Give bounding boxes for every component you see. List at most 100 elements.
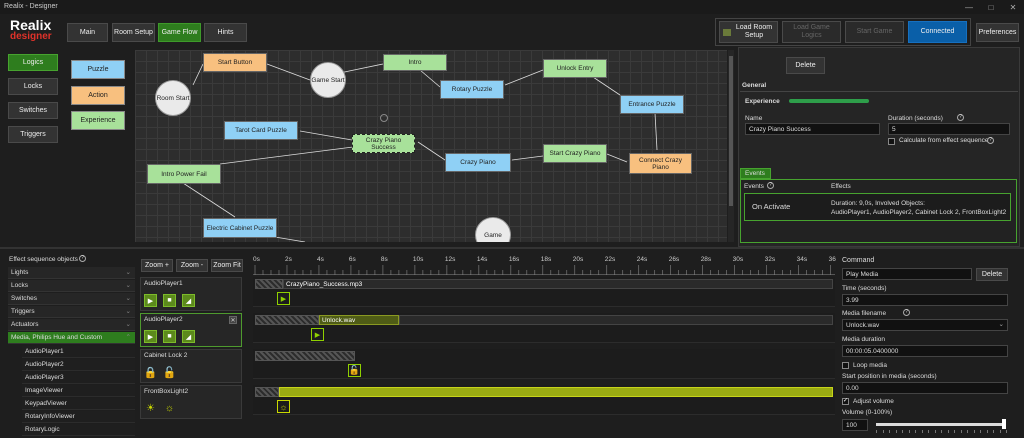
load-room-setup-button[interactable]: Load Room Setup xyxy=(719,21,778,43)
media-filename-select[interactable]: Unlock.wav ⌄ xyxy=(842,319,1008,331)
delete-node-button[interactable]: Delete xyxy=(786,57,825,74)
sidebar-item-triggers[interactable]: Triggers xyxy=(8,126,58,143)
legend-experience[interactable]: Experience xyxy=(71,111,125,130)
node-intro[interactable]: Intro xyxy=(383,54,447,71)
node-electric-cabinet-puzzle[interactable]: Electric Cabinet Puzzle xyxy=(203,218,277,238)
track-header-audioplayer1[interactable]: AudioPlayer1 ▶ ■ ◢ xyxy=(140,277,242,311)
unlock-icon[interactable]: 🔓 xyxy=(162,367,177,379)
media-item[interactable]: AudioPlayer2 xyxy=(22,359,135,371)
media-item[interactable]: AudioPlayer1 xyxy=(22,346,135,358)
start-position-field[interactable]: 0.00 xyxy=(842,382,1008,394)
light-dim-icon[interactable]: ☼ xyxy=(164,403,175,414)
node-crazy-piano-success[interactable]: Crazy Piano Success xyxy=(352,134,415,153)
play-marker-icon[interactable]: ▶ xyxy=(277,292,290,305)
media-item[interactable]: RotaryLogic xyxy=(22,424,135,436)
track-header-audioplayer2[interactable]: AudioPlayer2 ✕ ▶ ■ ◢ xyxy=(140,313,242,347)
volume-ramp-icon[interactable]: ◢ xyxy=(182,294,195,307)
calc-checkbox[interactable] xyxy=(888,138,895,145)
zoom-fit-button[interactable]: Zoom Fit xyxy=(211,259,243,272)
load-game-logics-button[interactable]: Load Game Logics xyxy=(782,21,841,43)
clip-unlock-wav[interactable]: Unlock.wav xyxy=(319,315,399,325)
canvas-scrollbar-thumb[interactable] xyxy=(729,56,733,206)
node-start-crazy-piano[interactable]: Start Crazy Piano xyxy=(543,144,607,163)
loop-media-checkbox[interactable] xyxy=(842,362,849,369)
delete-command-button[interactable]: Delete xyxy=(976,268,1008,281)
help-icon[interactable]: ? xyxy=(987,137,994,144)
help-icon[interactable]: ? xyxy=(903,309,910,316)
tab-hints[interactable]: Hints xyxy=(204,23,247,42)
sidebar-item-locks[interactable]: Locks xyxy=(8,78,58,95)
node-connect-crazy-piano[interactable]: Connect Crazy Piano xyxy=(629,153,692,174)
help-icon[interactable]: ? xyxy=(957,114,964,121)
legend-action[interactable]: Action xyxy=(71,86,125,105)
volume-field[interactable]: 100 xyxy=(842,419,868,431)
media-item[interactable]: KeypadViewer xyxy=(22,398,135,410)
media-item[interactable]: RotaryInfoViewer xyxy=(22,411,135,423)
rotate-handle-icon[interactable] xyxy=(380,114,388,122)
node-unlock-entry[interactable]: Unlock Entry xyxy=(543,59,607,78)
legend-puzzle[interactable]: Puzzle xyxy=(71,60,125,79)
flow-canvas[interactable]: Room Start Start Button Game Start Intro… xyxy=(135,50,727,242)
lane-cabinet-lock-2[interactable]: 🔓 xyxy=(253,349,835,379)
stop-icon[interactable]: ■ xyxy=(163,294,176,307)
category-lights[interactable]: Lights⌄ xyxy=(8,267,135,279)
splitter[interactable] xyxy=(0,247,1024,249)
adjust-volume-checkbox[interactable]: ✓ xyxy=(842,398,849,405)
canvas-scrollbar[interactable] xyxy=(728,50,734,242)
event-row[interactable] xyxy=(744,193,1011,221)
volume-slider-thumb[interactable] xyxy=(1002,419,1006,429)
help-icon[interactable]: ? xyxy=(767,182,774,189)
lane-audioplayer1[interactable]: CrazyPiano_Success.mp3 ▶ xyxy=(253,277,835,307)
sidebar-item-logics[interactable]: Logics xyxy=(8,54,58,71)
events-tab[interactable]: Events xyxy=(740,168,771,179)
category-switches[interactable]: Switches⌄ xyxy=(8,293,135,305)
play-icon[interactable]: ▶ xyxy=(144,294,157,307)
category-media[interactable]: Media, Philips Hue and Custom⌃ xyxy=(8,332,135,344)
media-item[interactable]: AudioPlayer3 xyxy=(22,372,135,384)
zoom-out-button[interactable]: Zoom - xyxy=(176,259,208,272)
volume-ramp-icon[interactable]: ◢ xyxy=(182,330,195,343)
category-locks[interactable]: Locks⌄ xyxy=(8,280,135,292)
time-field[interactable]: 3.99 xyxy=(842,294,1008,306)
maximize-icon[interactable]: □ xyxy=(988,2,994,12)
node-intro-power-fail[interactable]: Intro Power Fail xyxy=(147,164,221,184)
preferences-button[interactable]: Preferences xyxy=(976,23,1019,42)
close-icon[interactable]: ✕ xyxy=(1009,2,1017,12)
start-game-button[interactable]: Start Game xyxy=(845,21,904,43)
name-field[interactable]: Crazy Piano Success xyxy=(745,123,880,135)
category-actuators[interactable]: Actuators⌄ xyxy=(8,319,135,331)
node-entrance-puzzle[interactable]: Entrance Puzzle xyxy=(620,95,684,114)
category-triggers[interactable]: Triggers⌄ xyxy=(8,306,135,318)
clip-crazy-piano-success[interactable]: CrazyPiano_Success.mp3 xyxy=(283,279,833,289)
node-tarot-card-puzzle[interactable]: Tarot Card Puzzle xyxy=(224,121,298,140)
node-room-start[interactable]: Room Start xyxy=(155,80,191,116)
tab-game-flow[interactable]: Game Flow xyxy=(158,23,201,42)
stop-icon[interactable]: ■ xyxy=(163,330,176,343)
play-marker-icon[interactable]: ▶ xyxy=(311,328,324,341)
tab-room-setup[interactable]: Room Setup xyxy=(112,23,155,42)
timeline-ruler[interactable] xyxy=(253,265,835,275)
lane-frontboxlight2[interactable]: ☼ xyxy=(253,385,835,415)
lane-audioplayer2[interactable]: Unlock.wav ▶ xyxy=(253,313,835,343)
node-crazy-piano[interactable]: Crazy Piano xyxy=(445,153,511,172)
command-field[interactable]: Play Media xyxy=(842,268,972,280)
volume-slider-track[interactable] xyxy=(876,423,1006,426)
light-marker-icon[interactable]: ☼ xyxy=(277,400,290,413)
close-icon[interactable]: ✕ xyxy=(229,316,237,324)
node-start-button[interactable]: Start Button xyxy=(203,53,267,72)
track-header-cabinet-lock-2[interactable]: Cabinet Lock 2 🔒 🔓 xyxy=(140,349,242,383)
media-item[interactable]: ImageViewer xyxy=(22,385,135,397)
tab-main[interactable]: Main xyxy=(67,23,108,42)
clip-light-on[interactable] xyxy=(279,387,833,397)
duration-field[interactable]: 5 xyxy=(888,123,1010,135)
help-icon[interactable]: ? xyxy=(79,255,86,262)
sidebar-item-switches[interactable]: Switches xyxy=(8,102,58,119)
lock-icon[interactable]: 🔒 xyxy=(143,367,158,379)
light-on-icon[interactable]: ☀ xyxy=(146,403,155,414)
node-game-start[interactable]: Game Start xyxy=(310,62,346,98)
zoom-in-button[interactable]: Zoom + xyxy=(141,259,173,272)
play-icon[interactable]: ▶ xyxy=(144,330,157,343)
node-rotary-puzzle[interactable]: Rotary Puzzle xyxy=(440,80,504,99)
track-header-frontboxlight2[interactable]: FrontBoxLight2 ☀ ☼ xyxy=(140,385,242,419)
minimize-icon[interactable]: — xyxy=(965,2,973,12)
